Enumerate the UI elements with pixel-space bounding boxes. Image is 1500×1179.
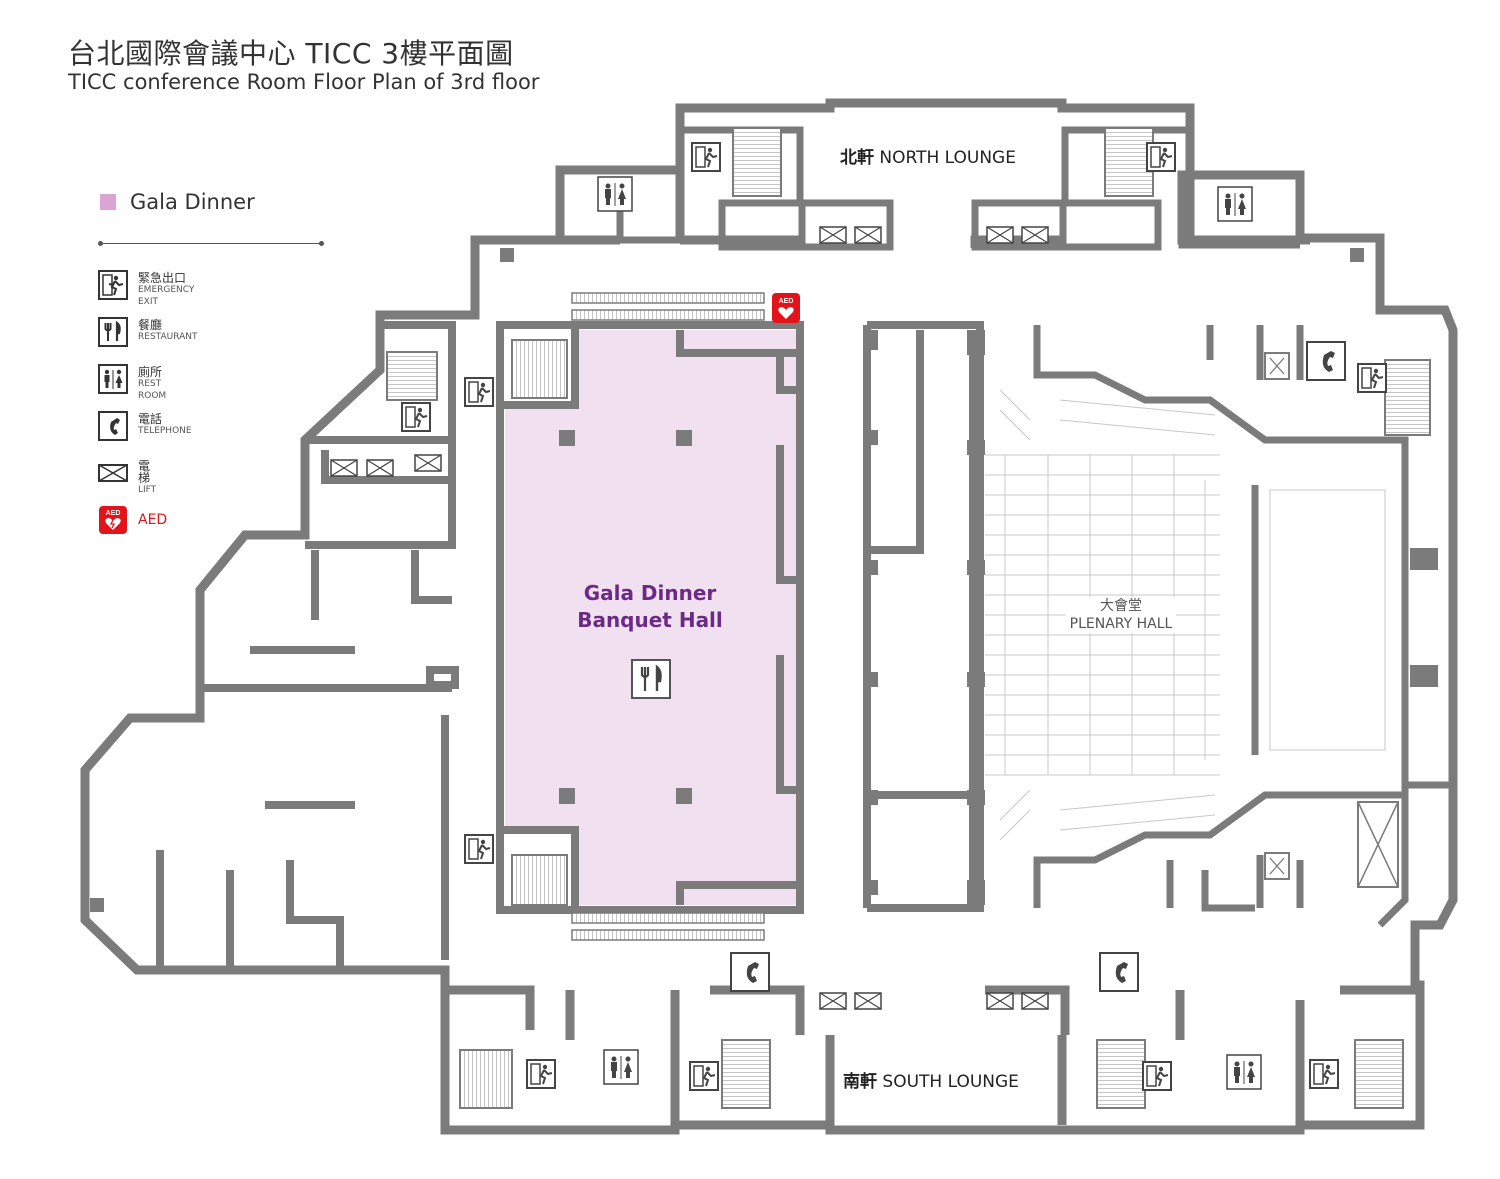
gala-swatch xyxy=(100,194,116,210)
aed-icon: AED xyxy=(772,293,800,323)
legend-aed-label: AED xyxy=(138,512,168,528)
gala-hall-line1: Gala Dinner xyxy=(583,581,717,605)
legend-restaurant-en: RESTAURANT xyxy=(138,332,198,342)
plenary-hall-label: 大會堂 PLENARY HALL xyxy=(1066,597,1176,633)
legend-exit-en: EMERGENCY EXIT xyxy=(138,285,195,307)
legend-divider xyxy=(98,241,324,246)
plenary-seating xyxy=(985,389,1386,841)
legend-lift-cn: 電梯 xyxy=(138,459,151,485)
lift-icon xyxy=(98,464,128,482)
legend-exit-cn: 緊急出口 xyxy=(138,271,187,285)
emergency-exit-icon xyxy=(98,270,128,300)
telephone-icon xyxy=(98,411,128,441)
legend-lift-en: LIFT xyxy=(138,485,157,495)
restroom-icon xyxy=(98,364,128,394)
plenary-hall-en: PLENARY HALL xyxy=(1069,616,1173,632)
west-wing xyxy=(156,321,459,968)
gala-hall-walls xyxy=(496,321,804,914)
legend-restaurant-cn: 餐廳 xyxy=(138,318,163,332)
north-lounge-en: NORTH LOUNGE xyxy=(879,148,1016,168)
gala-hall-area xyxy=(505,330,797,905)
plenary-hall-walls xyxy=(1033,325,1453,928)
legend-highlight: Gala Dinner xyxy=(100,190,255,214)
south-lounge-en: SOUTH LOUNGE xyxy=(882,1072,1019,1092)
north-lounge-label: 北軒 NORTH LOUNGE xyxy=(840,143,1016,168)
south-lounge-cn: 南軒 xyxy=(843,1072,877,1092)
escalators xyxy=(571,292,765,941)
gala-hall-line2: Banquet Hall xyxy=(577,608,723,632)
gala-hall-label: Gala Dinner Banquet Hall xyxy=(505,580,795,634)
aed-icon: AED xyxy=(99,506,127,534)
gala-columns xyxy=(90,248,1364,912)
stairwells xyxy=(386,127,1431,1109)
restaurant-icon xyxy=(98,317,128,347)
north-lounge-cn: 北軒 xyxy=(840,148,874,168)
legend-restroom-cn: 廁所 xyxy=(138,365,163,379)
restaurant-icon xyxy=(631,659,671,699)
map-aed-badge-text: AED xyxy=(779,298,794,305)
page-title-cn: 台北國際會議中心 TICC 3樓平面圖 xyxy=(68,37,514,70)
service-corridor xyxy=(863,321,984,912)
legend-aed-badge-text: AED xyxy=(106,510,121,517)
legend-restroom-en: REST ROOM xyxy=(138,379,167,401)
south-lounge-label: 南軒 SOUTH LOUNGE xyxy=(843,1067,1019,1092)
legend-telephone-en: TELEPHONE xyxy=(138,426,192,436)
page-title-en: TICC conference Room Floor Plan of 3rd f… xyxy=(68,70,540,94)
legend-highlight-label: Gala Dinner xyxy=(130,190,255,214)
legend-telephone-cn: 電話 xyxy=(138,412,163,426)
plenary-hall-cn: 大會堂 xyxy=(1100,598,1142,614)
